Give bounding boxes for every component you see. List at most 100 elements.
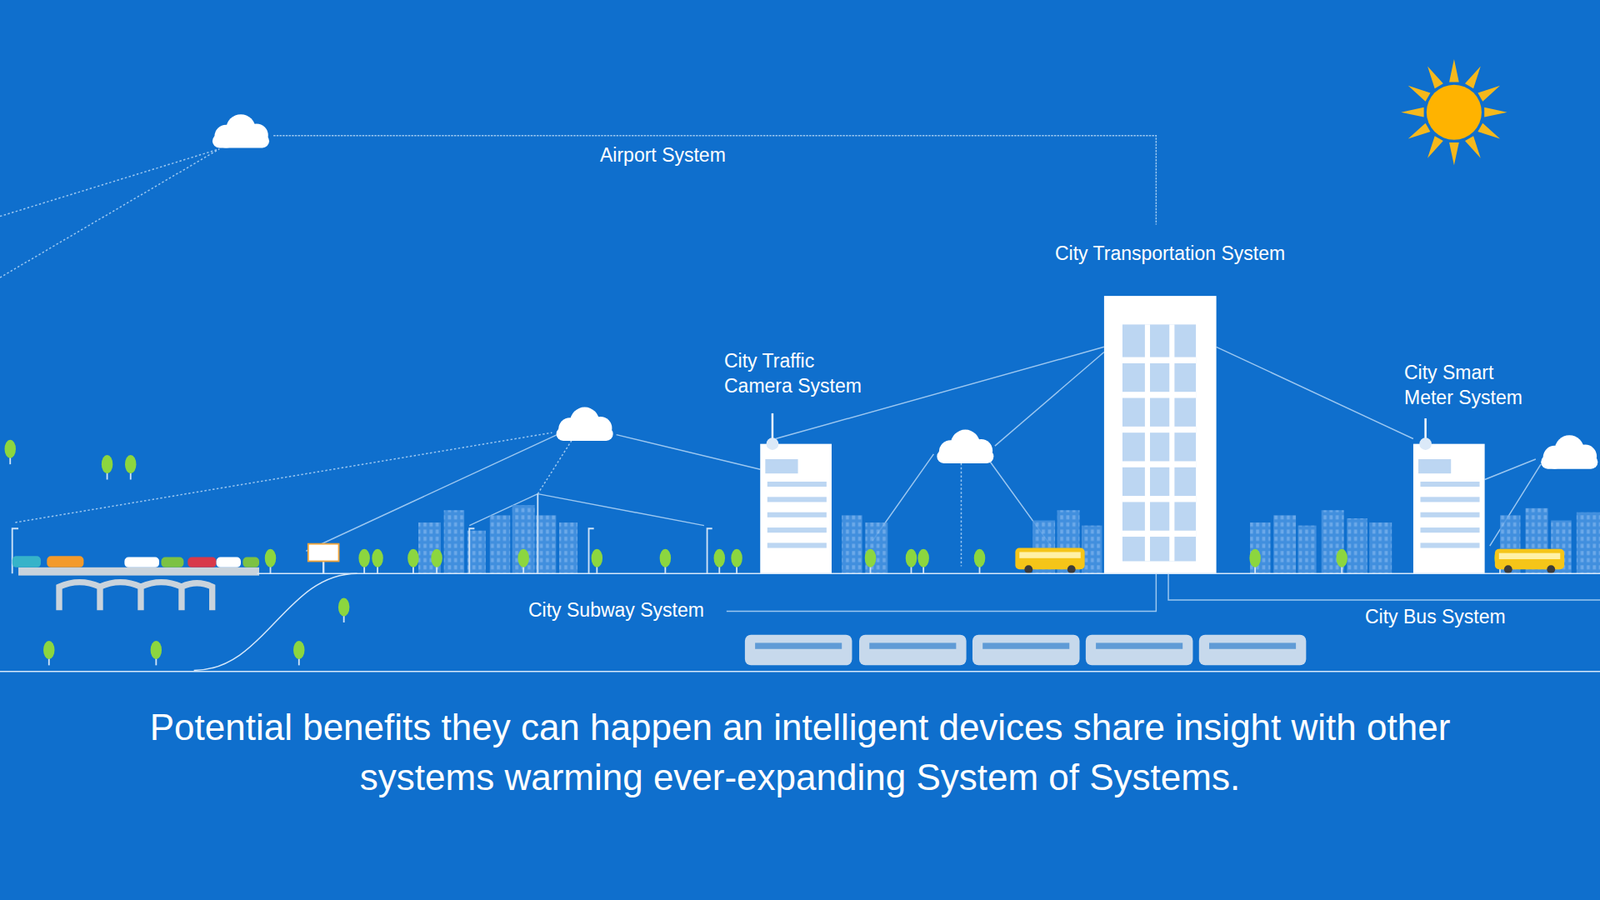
sun: [1408, 123, 1431, 140]
cars: [216, 557, 241, 568]
sun: [1449, 142, 1460, 165]
sun: [1408, 85, 1431, 102]
cars: [187, 557, 216, 568]
transportation-building: [1122, 357, 1196, 364]
buses: [1019, 551, 1080, 558]
trees: [660, 549, 671, 568]
buses: [1499, 553, 1560, 560]
smart-meter-building: [1420, 496, 1480, 502]
background-buildings: [559, 522, 578, 574]
smart-meter-building: [1413, 418, 1485, 574]
trees: [714, 549, 725, 568]
bridge: [18, 567, 260, 576]
sun: [1400, 59, 1507, 165]
network-lines: [0, 135, 1600, 612]
trees: [905, 549, 917, 568]
bridge: [18, 567, 260, 610]
transportation-building: [1122, 426, 1196, 433]
street-lamps: [12, 494, 713, 575]
sun: [1400, 107, 1424, 118]
ground-lines: [194, 573, 358, 670]
transportation-building: [1122, 324, 1196, 561]
network-lines: [995, 351, 1105, 446]
buses: [1024, 565, 1033, 574]
sun: [1465, 66, 1481, 90]
sun: [1449, 59, 1460, 82]
transportation-building: [1104, 295, 1217, 574]
trees: [1335, 549, 1347, 568]
trees: [974, 549, 985, 568]
clouds: [1540, 435, 1598, 469]
network-lines: [15, 432, 552, 523]
system-label: City Subway System: [528, 598, 705, 622]
network-lines: [273, 135, 1156, 225]
background-buildings: [1081, 525, 1102, 575]
subway-train: [755, 642, 1296, 649]
trees: [293, 640, 305, 660]
trees: [407, 549, 419, 568]
background-buildings: [512, 505, 535, 574]
street-lamps: [589, 528, 595, 574]
clouds: [936, 430, 994, 464]
sun: [1477, 123, 1500, 140]
camera-building: [767, 496, 827, 502]
buses: [1546, 565, 1555, 574]
billboard: [308, 544, 340, 562]
sun: [1427, 66, 1444, 90]
cars: [12, 555, 41, 567]
street-lamps: [469, 528, 475, 574]
network-lines: [1168, 573, 1600, 600]
cars: [124, 557, 160, 568]
trees: [371, 549, 383, 568]
trees: [591, 549, 603, 568]
background-buildings: [841, 515, 862, 574]
trees: [1249, 549, 1260, 568]
transportation-building: [1104, 295, 1217, 574]
background-buildings: [865, 522, 888, 574]
sun: [1427, 135, 1444, 159]
network-lines: [1216, 346, 1414, 439]
trees: [730, 549, 742, 568]
network-lines: [0, 149, 220, 278]
clouds: [212, 114, 270, 148]
subway-train: [1209, 642, 1296, 649]
cars: [46, 555, 84, 567]
smart-meter-building: [1413, 444, 1485, 575]
camera-building: [760, 413, 832, 574]
background-buildings: [535, 515, 556, 574]
clouds: [556, 407, 614, 441]
sun: [1465, 135, 1481, 159]
clouds: [212, 114, 1598, 469]
subway-train: [745, 635, 1306, 666]
sun: [1426, 85, 1482, 140]
camera-building: [766, 437, 780, 450]
buses: [1015, 548, 1565, 575]
subway-train: [1199, 635, 1307, 666]
trees: [150, 640, 162, 660]
transportation-building: [1122, 324, 1196, 561]
subway-train: [869, 642, 956, 649]
background-buildings: [1250, 522, 1270, 574]
system-label: City Transportation System: [1055, 241, 1285, 265]
smart-meter-building: [1418, 459, 1451, 474]
background-buildings: [1273, 515, 1296, 574]
smart-meter-building: [1420, 481, 1480, 487]
buses: [1495, 549, 1565, 570]
smart-meter-building: [1420, 542, 1480, 548]
trees: [338, 598, 350, 617]
street-lamps: [707, 528, 713, 574]
trees: [101, 455, 113, 474]
transportation-building: [1169, 324, 1175, 561]
cars: [242, 557, 260, 568]
smart-meter-building: [1420, 512, 1480, 518]
camera-building: [767, 481, 827, 487]
camera-building: [767, 512, 827, 518]
background-buildings: [444, 510, 465, 574]
background-buildings: [490, 515, 510, 574]
subway-train: [1085, 635, 1194, 666]
trees: [430, 549, 442, 568]
subway-train: [755, 642, 842, 649]
transportation-building: [1122, 495, 1196, 502]
system-label: City Smart Meter System: [1404, 360, 1530, 410]
